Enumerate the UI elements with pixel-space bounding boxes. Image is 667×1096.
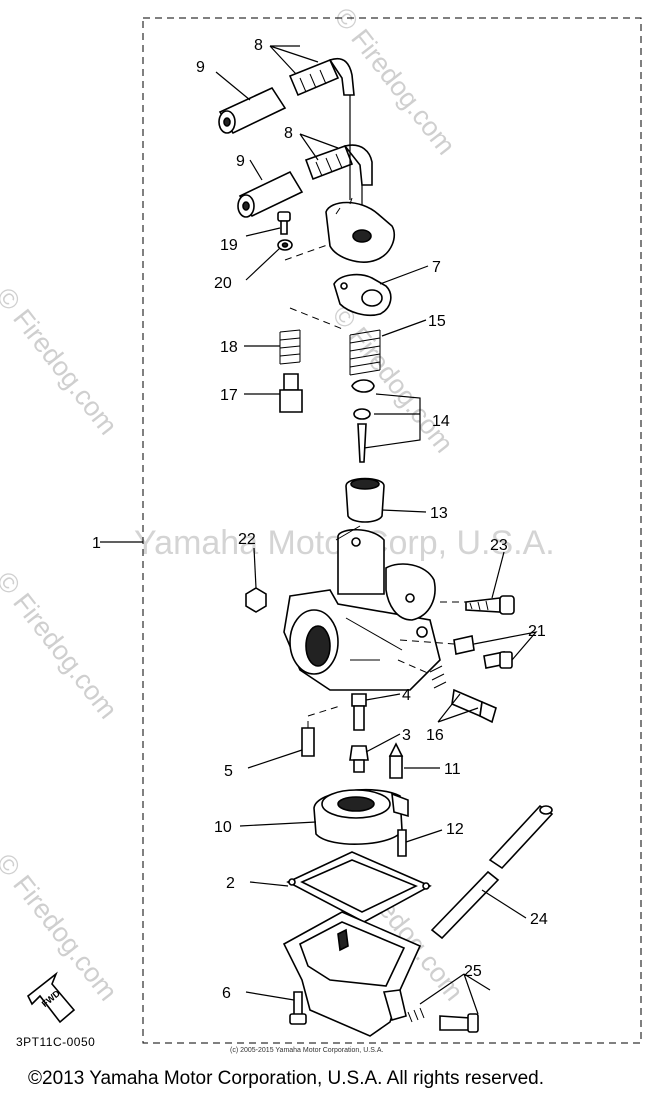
small-copyright: (c) 2005-2015 Yamaha Motor Corporation, … [230,1047,384,1054]
part-25-drain-screw-set [407,1007,479,1033]
part-8-upper-pipe [288,57,355,97]
label-20: 20 [214,275,232,292]
label-19: 19 [220,237,238,254]
label-12: 12 [446,821,464,838]
carburetor-float-chamber [282,911,422,1037]
part-20-washer [277,239,293,251]
part-6-screw [289,991,307,1025]
part-19-screw [277,211,291,235]
part-11-float-valve [388,742,404,779]
label-16: 16 [426,727,444,744]
part-15-spring [349,329,381,376]
label-4: 4 [402,687,411,704]
label-6: 6 [222,985,231,1002]
label-15: 15 [428,313,446,330]
label-8-lower: 8 [284,125,293,142]
label-9-upper: 9 [196,59,205,76]
label-24: 24 [530,911,548,928]
label-8-upper: 8 [254,37,263,54]
carburetor-top-cap [325,197,396,263]
part-9-lower-cap [237,170,304,218]
label-18: 18 [220,339,238,356]
label-10: 10 [214,819,232,836]
part-21-pilot-screw-set [453,635,513,669]
label-21: 21 [528,623,546,640]
label-14: 14 [432,413,450,430]
part-22-nut [245,587,267,613]
part-17-throttle-stop-screw [279,373,303,413]
label-13: 13 [430,505,448,522]
label-3: 3 [402,727,411,744]
label-2: 2 [226,875,235,892]
label-7: 7 [432,259,441,276]
part-18-spring [279,329,301,365]
forward-arrow-icon: FWD [26,971,76,1024]
carburetor-body [283,525,441,691]
part-13-throttle-valve [345,477,385,523]
part-12-float-pin [397,829,407,857]
part-7-gasket [333,273,392,317]
part-2-float-chamber-gasket [286,851,432,923]
label-25: 25 [464,963,482,980]
label-1: 1 [92,535,101,552]
label-5: 5 [224,763,233,780]
label-9-lower: 9 [236,153,245,170]
footer-copyright: ©2013 Yamaha Motor Corporation, U.S.A. A… [28,1068,544,1089]
part-10-float [313,788,409,845]
diagram-code: 3PT11C-0050 [16,1035,96,1049]
part-8-lower-pipe [304,144,373,186]
label-17: 17 [220,387,238,404]
label-11: 11 [444,761,461,778]
part-3-main-jet [349,745,369,773]
part-23-screw [465,595,515,615]
part-9-upper-cap [218,86,287,135]
label-22: 22 [238,531,256,548]
part-5-pilot-jet [301,727,315,757]
part-24-drain-tube [430,804,554,940]
label-23: 23 [490,537,508,554]
part-4-needle-jet [351,693,367,731]
part-14-needle-clip [351,379,375,463]
